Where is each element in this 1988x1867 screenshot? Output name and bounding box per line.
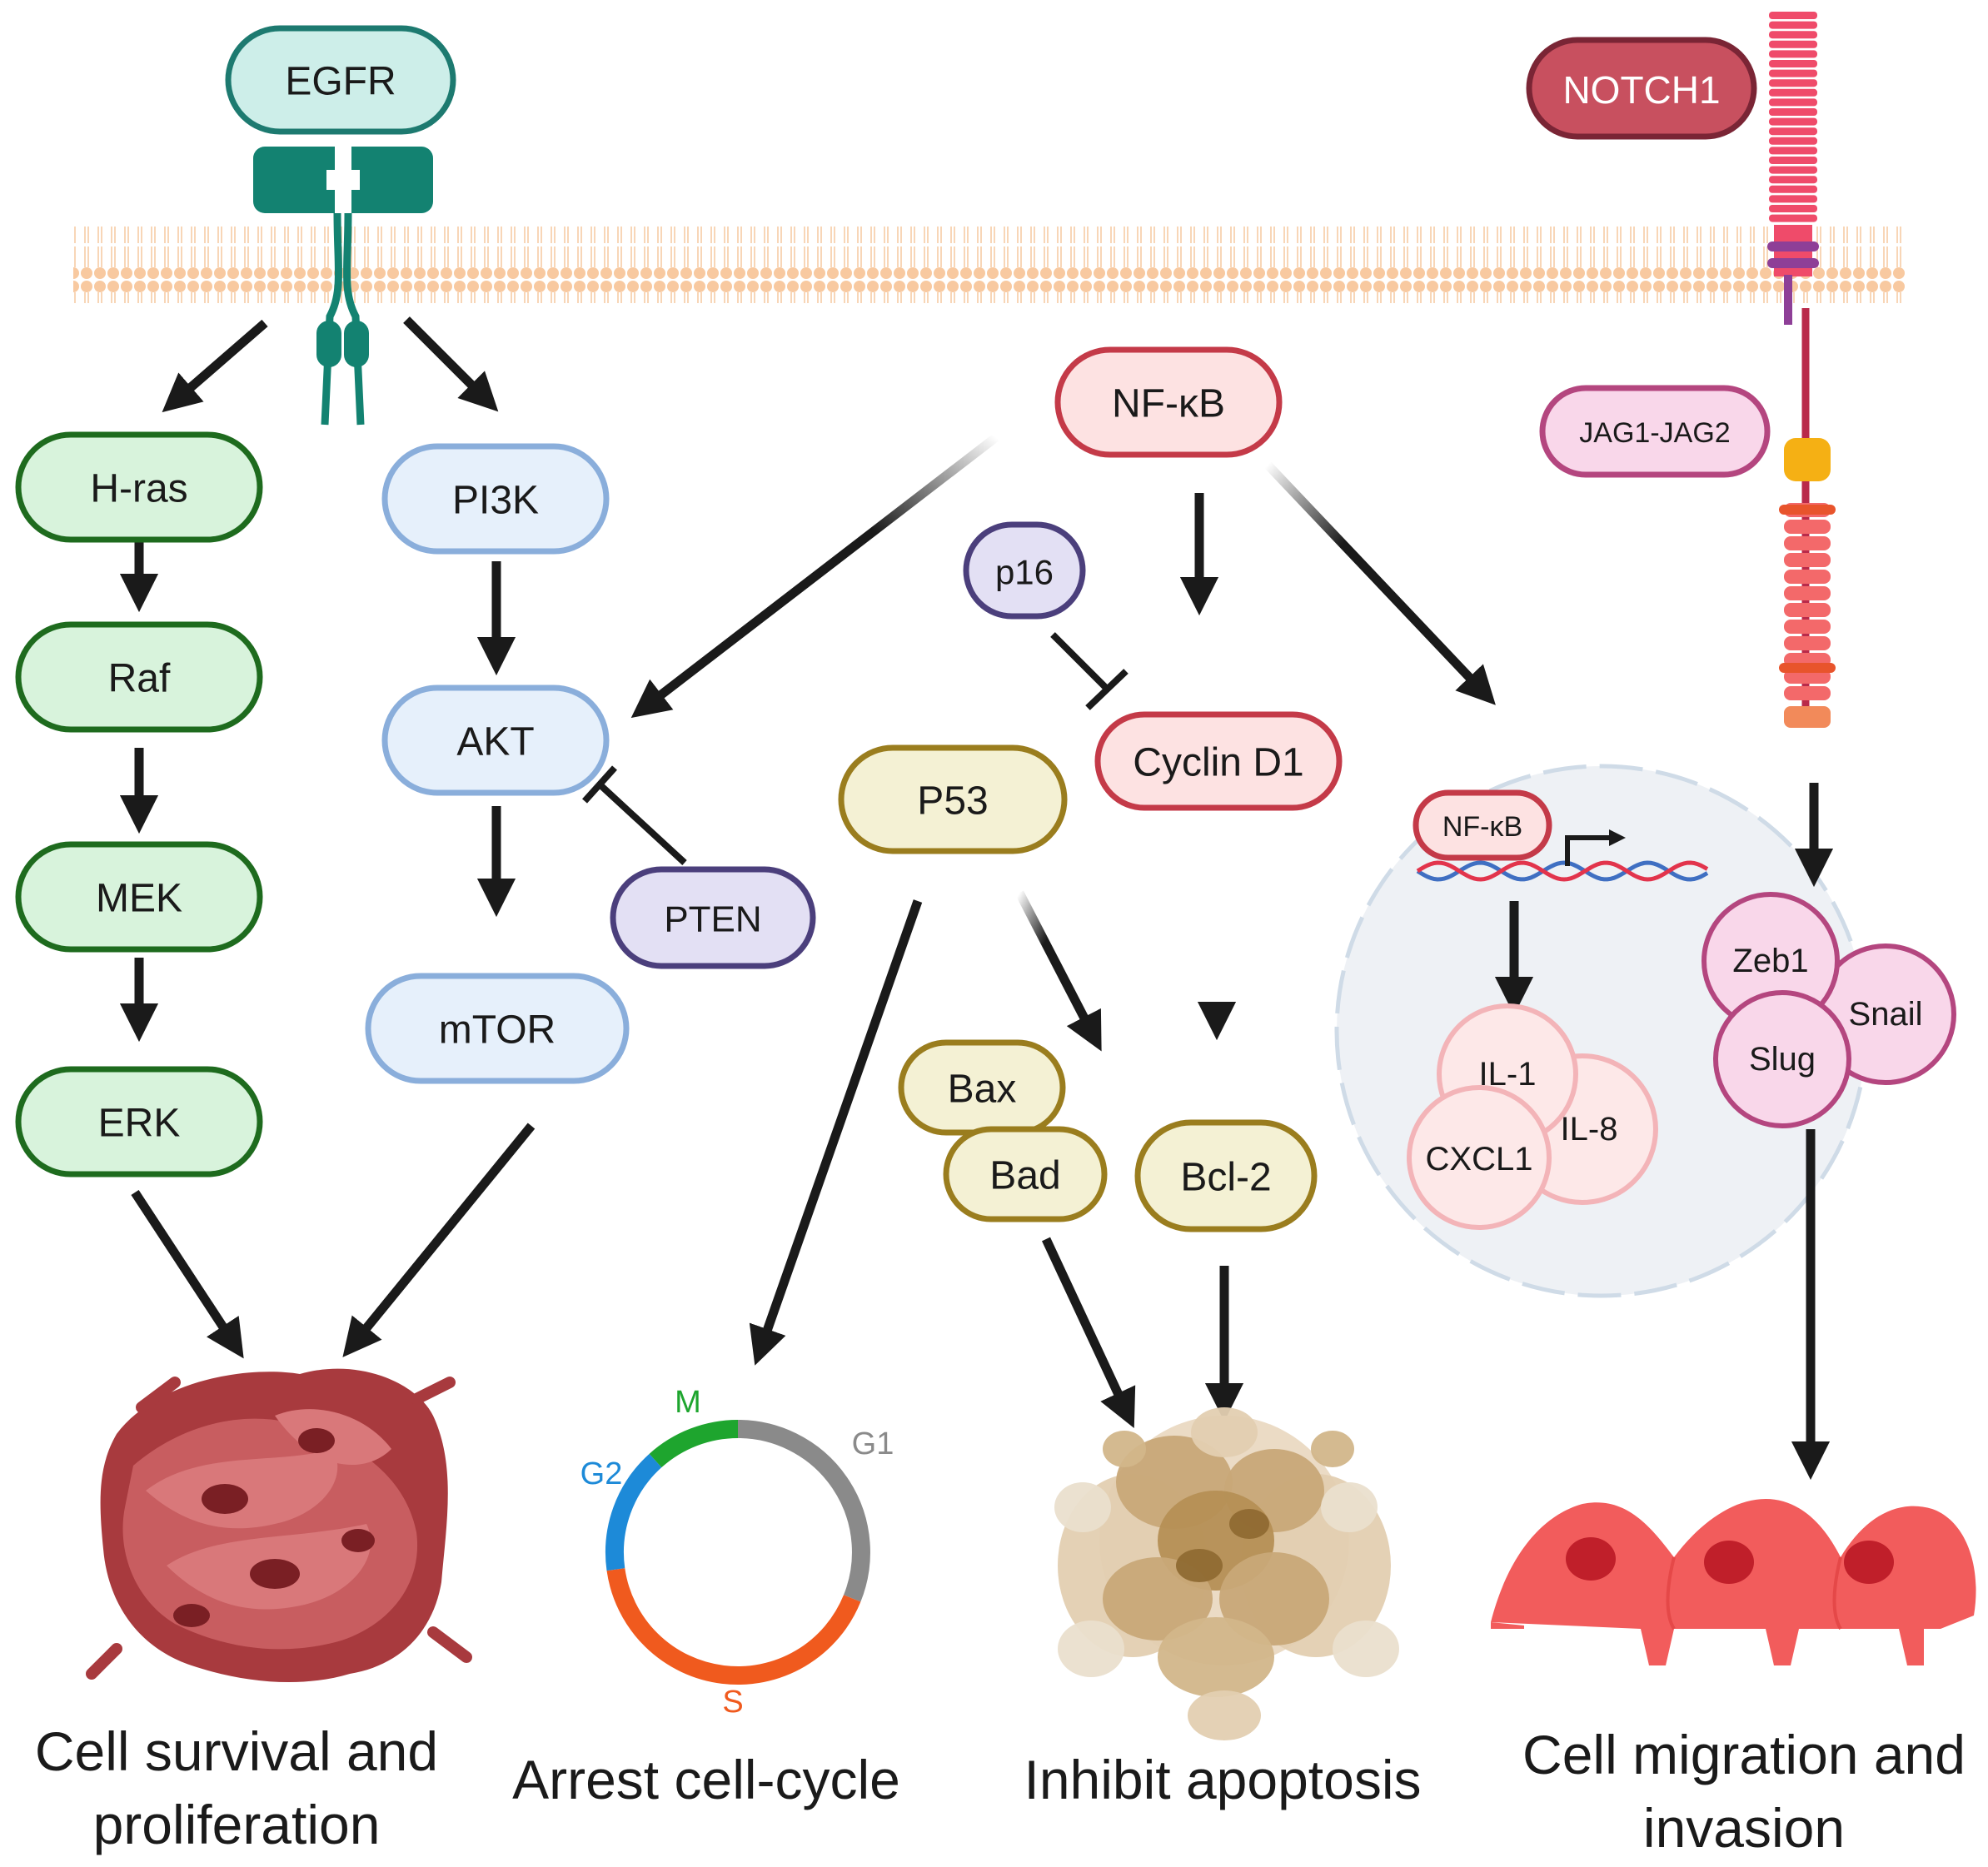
arrow-egfr-pi3k xyxy=(403,316,499,412)
inhibit-pten-akt xyxy=(597,782,687,865)
node-label: PTEN xyxy=(664,899,761,940)
transcription-arrow-icon xyxy=(1565,829,1626,866)
node-slug: Slug xyxy=(1713,990,1851,1128)
node-label: MEK xyxy=(96,877,182,921)
node-label: p16 xyxy=(995,553,1054,592)
node-pten: PTEN xyxy=(610,866,816,969)
cycle-label-m: M xyxy=(675,1385,701,1420)
node-notch1: NOTCH1 xyxy=(1526,37,1757,140)
arrows xyxy=(119,316,1834,1481)
node-mek: MEK xyxy=(15,841,263,953)
node-label: ERK xyxy=(98,1102,181,1146)
arrow-p53-bax xyxy=(1015,890,1102,1052)
node-label: P53 xyxy=(917,779,988,824)
node-label: Snail xyxy=(1849,996,1923,1033)
node-label: NOTCH1 xyxy=(1562,68,1720,112)
cycle-label-g1: G1 xyxy=(852,1426,894,1461)
node-label: AKT xyxy=(456,720,534,764)
cell-cycle-icon xyxy=(605,1420,870,1685)
node-label: JAG1-JAG2 xyxy=(1579,417,1730,449)
node-cyclin: Cyclin D1 xyxy=(1094,711,1343,811)
node-label: EGFR xyxy=(285,60,396,104)
outcome-survival-line1: Cell survival and xyxy=(35,1720,438,1782)
outcome-survival-line2: proliferation xyxy=(93,1794,381,1855)
cycle-label-g2: G2 xyxy=(580,1456,623,1491)
node-label: Zeb1 xyxy=(1732,943,1808,979)
node-mtor: mTOR xyxy=(365,973,630,1084)
node-hras: H-ras xyxy=(15,431,263,543)
node-raf: Raf xyxy=(15,621,263,733)
cell-membrane xyxy=(73,227,1906,303)
arrow-erk-survival xyxy=(131,1189,244,1359)
inhibit-p16-cyclin xyxy=(1050,632,1110,692)
dna-icon xyxy=(1416,860,1709,882)
inhibitions xyxy=(582,632,1129,865)
node-label: Slug xyxy=(1749,1041,1816,1078)
node-label: IL-8 xyxy=(1561,1111,1618,1148)
node-erk: ERK xyxy=(15,1066,263,1177)
node-bad: Bad xyxy=(943,1126,1108,1222)
cycle-label-s: S xyxy=(722,1685,743,1720)
node-label: PI3K xyxy=(452,479,539,523)
node-nfkb-nuclear: NF-κB xyxy=(1413,789,1552,861)
arrow-nfkb-akt xyxy=(630,433,999,719)
arrow-bad-apoptosis xyxy=(1042,1237,1136,1428)
proliferating-cells-icon xyxy=(86,1368,472,1683)
node-label: Bax xyxy=(948,1068,1017,1112)
outcome-arrest: Arrest cell-cycle xyxy=(512,1749,900,1810)
node-label: NF-κB xyxy=(1442,811,1522,843)
node-jag: JAG1-JAG2 xyxy=(1539,385,1771,478)
outcome-apoptosis: Inhibit apoptosis xyxy=(1024,1749,1422,1810)
apoptotic-debris-icon xyxy=(1054,1407,1399,1740)
notch-receptor-icon xyxy=(1767,12,1836,728)
node-egfr: EGFR xyxy=(225,25,456,135)
node-label: Cyclin D1 xyxy=(1133,741,1303,785)
arrow-egfr-hras xyxy=(162,319,268,413)
node-bax: Bax xyxy=(898,1039,1066,1136)
node-label: H-ras xyxy=(90,467,187,511)
node-label: NF-κB xyxy=(1112,382,1225,426)
outcome-migration-line2: invasion xyxy=(1643,1797,1845,1859)
node-snail: Snail xyxy=(1815,943,1956,1085)
node-zeb1: Zeb1 xyxy=(1702,892,1840,1030)
node-label: CXCL1 xyxy=(1426,1141,1533,1177)
node-bcl2: Bcl-2 xyxy=(1134,1119,1318,1232)
arrow-mtor-survival xyxy=(342,1123,536,1357)
node-label: Raf xyxy=(108,657,171,701)
node-cxcl1: CXCL1 xyxy=(1407,1085,1552,1230)
arrow-nfkb-nucleus xyxy=(1264,461,1496,705)
migrating-cells-icon xyxy=(1491,1499,1976,1665)
node-label: mTOR xyxy=(439,1008,556,1053)
inhibit-bar-p16 xyxy=(1085,669,1129,710)
node-pi3k: PI3K xyxy=(381,443,610,555)
node-p16: p16 xyxy=(963,521,1086,620)
node-nfkb: NF-κB xyxy=(1054,346,1283,458)
arrow-p53-cellcycle xyxy=(749,899,923,1366)
inhibit-bar-pten xyxy=(582,765,617,804)
outcome-migration-line1: Cell migration and xyxy=(1522,1724,1966,1785)
node-label: Bcl-2 xyxy=(1180,1156,1271,1200)
node-label: Bad xyxy=(989,1154,1060,1198)
node-p53: P53 xyxy=(838,744,1068,854)
egfr-receptor-icon xyxy=(253,147,433,426)
node-akt: AKT xyxy=(381,685,610,796)
